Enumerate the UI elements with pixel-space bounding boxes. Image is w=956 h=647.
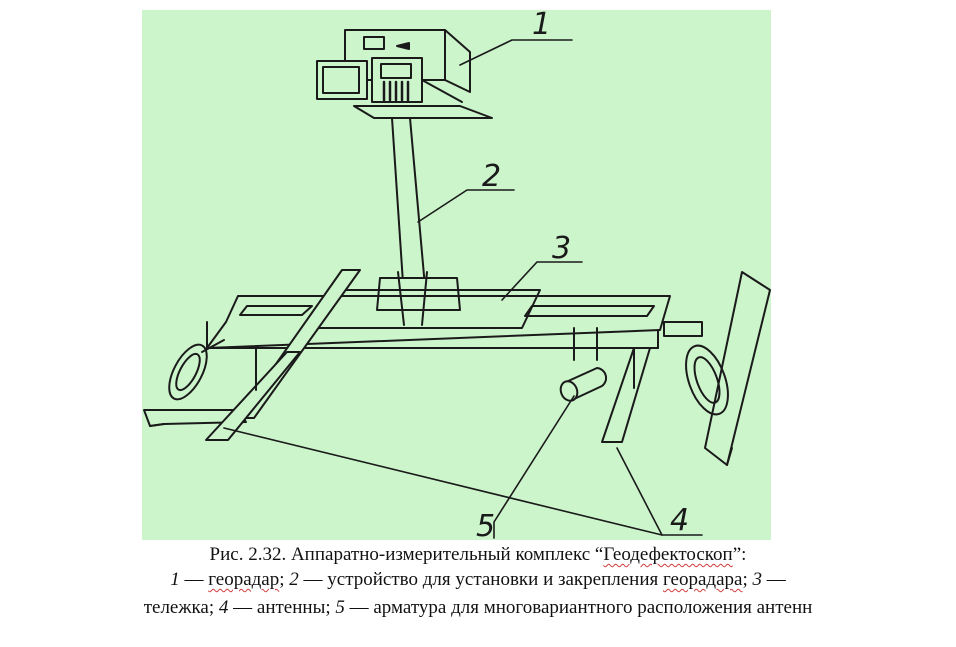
antenna-left (205, 351, 301, 441)
caption-line-3: тележка; 4 — антенны; 5 — арматура для м… (0, 596, 956, 620)
caption-num-4: 4 (218, 597, 229, 618)
right-clamp-wheel (663, 321, 729, 416)
caption-text: — (762, 569, 786, 590)
caption-term-georadar: георадар (208, 569, 280, 590)
caption-line-1: Рис. 2.32. Аппаратно-измерительный компл… (0, 543, 956, 567)
caption-prefix: Рис. 2.32. Аппаратно-измерительный компл… (209, 544, 604, 565)
georadar-unit (316, 29, 493, 119)
caption-num-5: 5 (335, 597, 345, 618)
caption-term-georadara: георадара (663, 569, 743, 590)
caption-text: — антенны; (228, 597, 336, 618)
caption-line-2: 1 — георадар; 2 — устройство для установ… (0, 568, 956, 592)
label-1: 1 (532, 10, 551, 42)
caption-text: ; (742, 569, 753, 590)
caption-num-3: 3 (752, 569, 763, 590)
caption-device-name: Геодефектоскоп (603, 544, 733, 565)
caption-text: — арматура для многовариантного располож… (344, 597, 813, 618)
caption-text: — (179, 569, 209, 590)
caption-text: — устройство для установки и закрепления (298, 569, 664, 590)
leader-lines (223, 39, 703, 539)
caption-suffix: ”: (732, 544, 747, 565)
antenna-right (601, 347, 651, 443)
figure-background (142, 10, 771, 540)
left-clamp-wheel (168, 339, 225, 401)
caption-num-2: 2 (289, 569, 299, 590)
figure-panel: 1 2 3 4 5 (142, 10, 771, 540)
caption-num-1: 1 (170, 569, 180, 590)
caption-text: ; (279, 569, 290, 590)
label-2: 2 (482, 159, 501, 194)
caption-text: тележка; (143, 597, 219, 618)
label-3: 3 (552, 231, 571, 266)
trolley-frame (206, 295, 671, 361)
label-4: 4 (670, 503, 689, 538)
right-rail (704, 271, 771, 466)
label-5: 5 (476, 509, 495, 540)
device-drawing: 1 2 3 4 5 (142, 10, 771, 540)
mounting-pole (376, 117, 461, 326)
part-labels: 1 2 3 4 5 (476, 10, 689, 540)
